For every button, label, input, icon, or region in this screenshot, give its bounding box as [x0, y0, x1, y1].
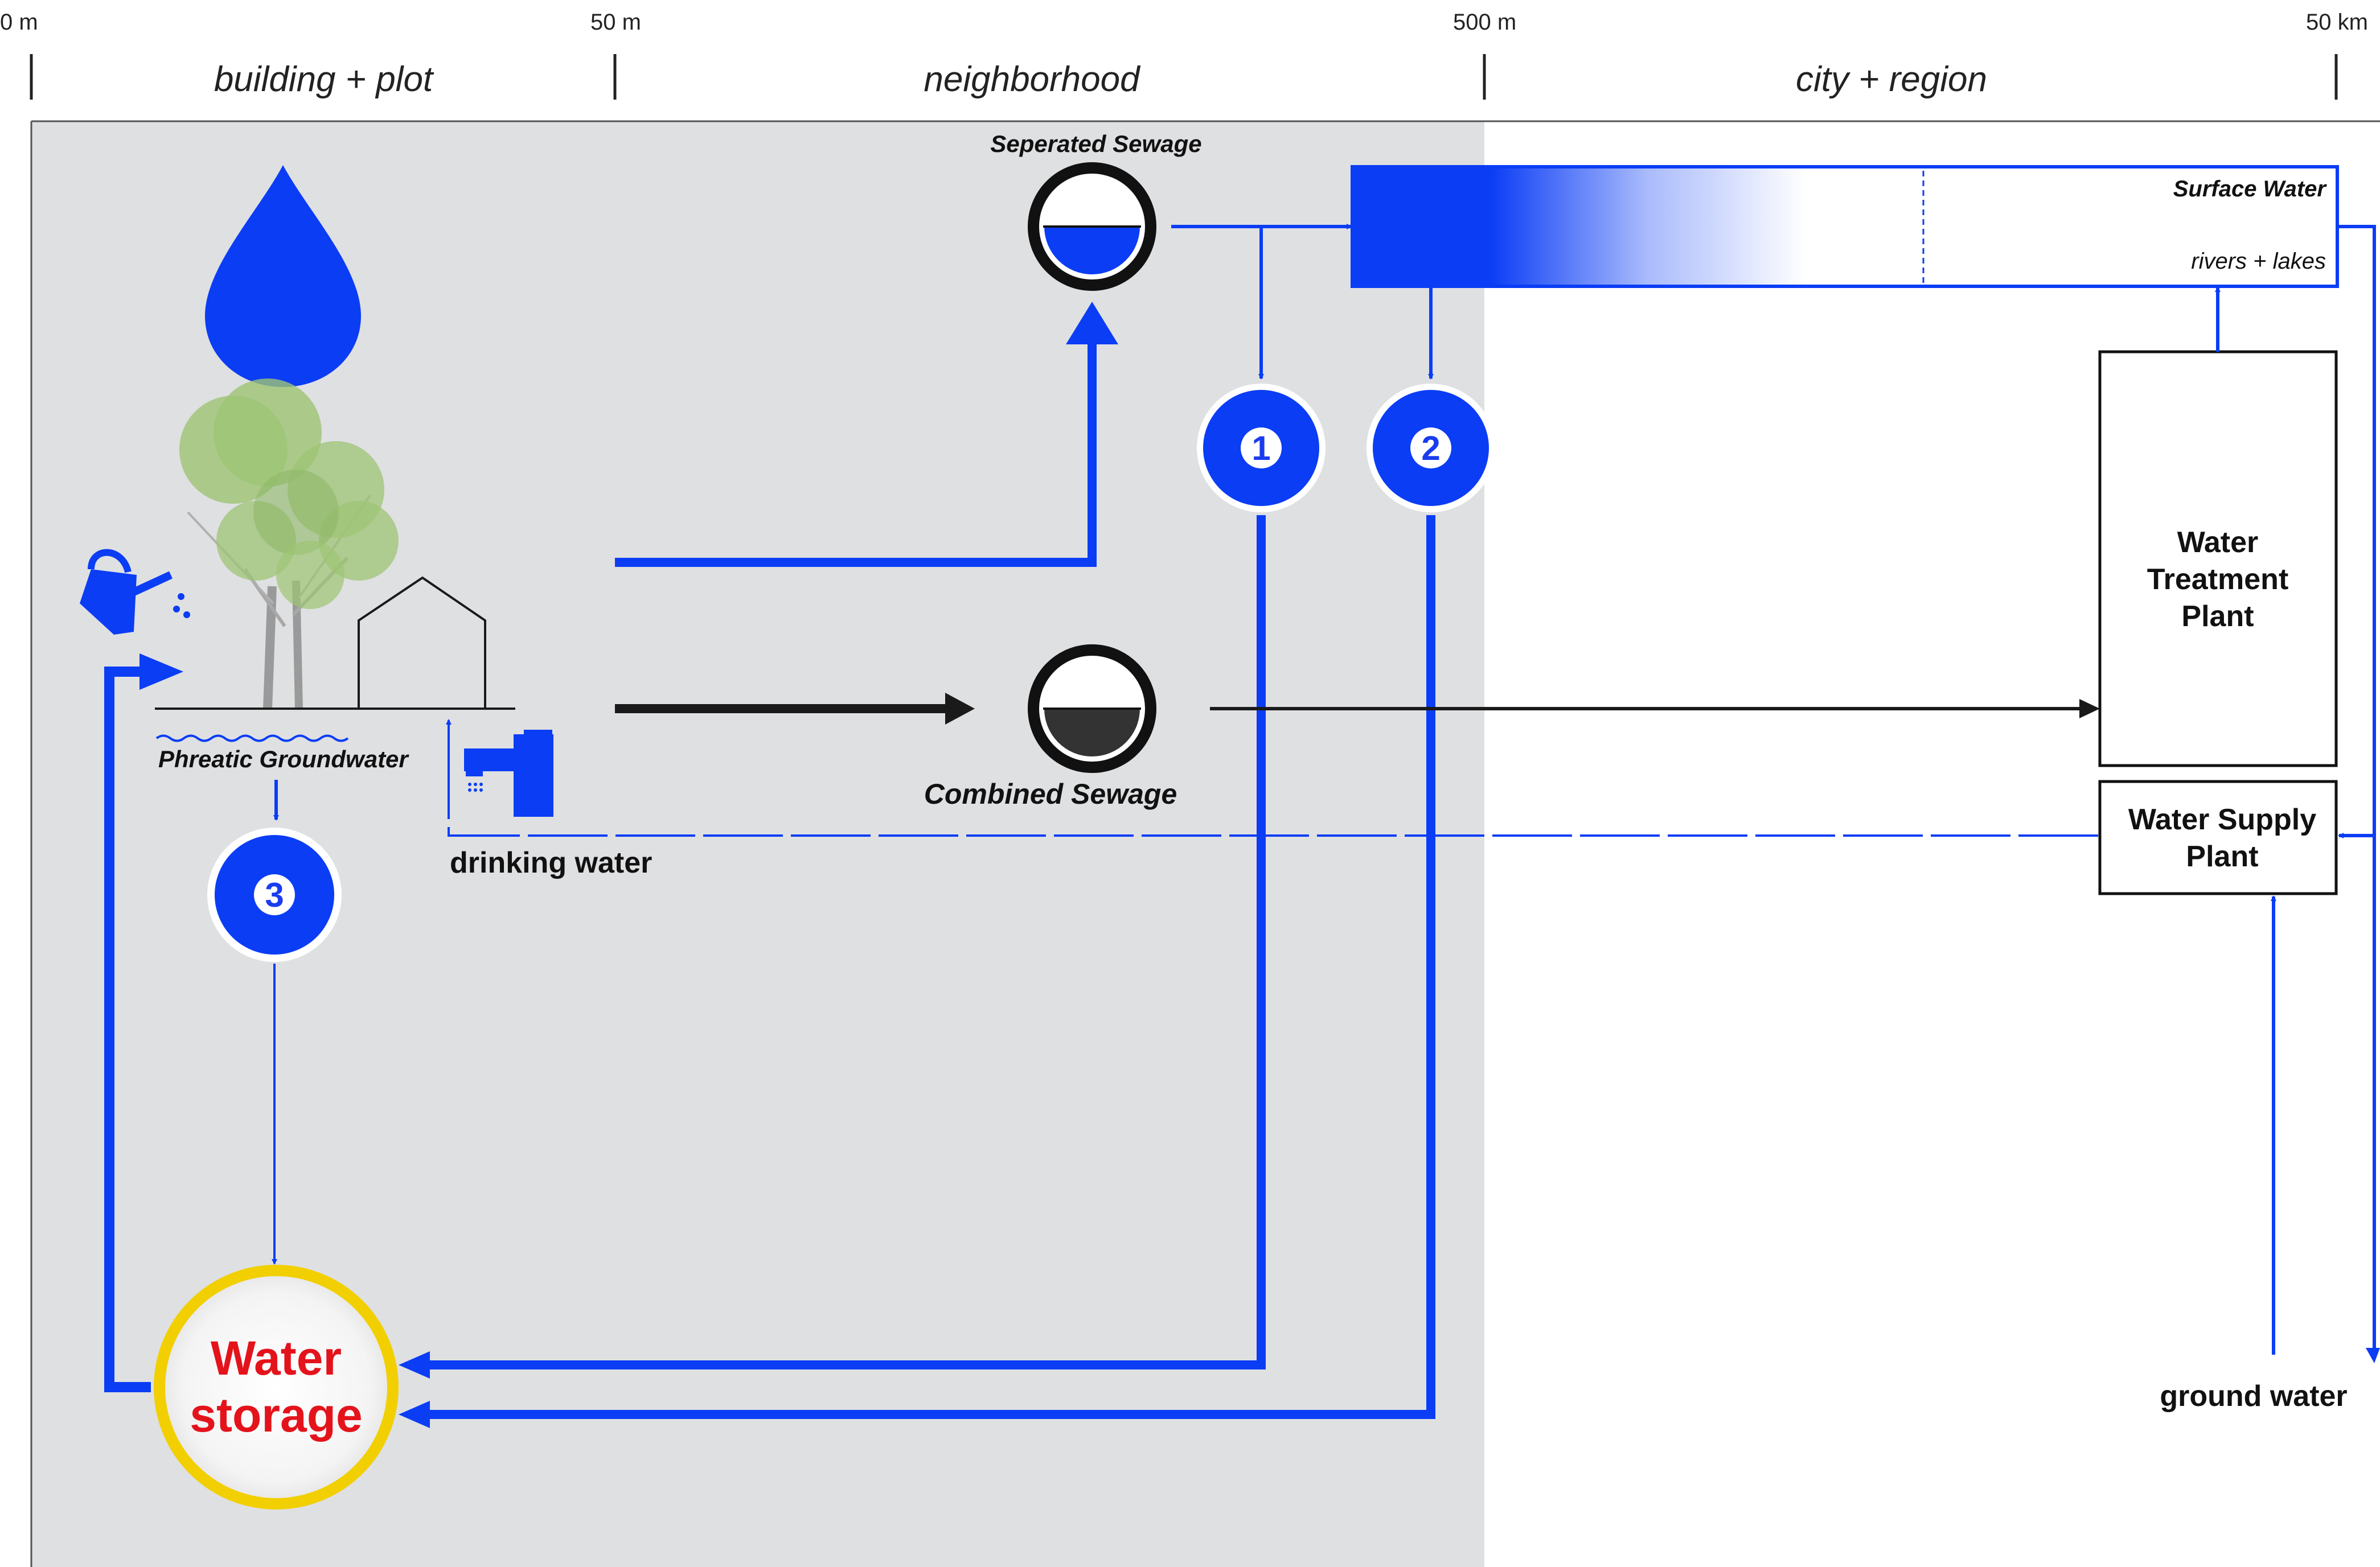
node-2-number: 2	[1421, 429, 1440, 467]
arrow-to-combined-sewage-head	[945, 693, 975, 725]
scale-tick-label-500m: 500 m	[1453, 10, 1516, 35]
storage-return-route	[104, 667, 151, 1392]
scale-tick-label-50m: 50 m	[590, 10, 641, 35]
tree-icon	[179, 379, 399, 709]
rivers-lakes-label: rivers + lakes	[2191, 249, 2326, 274]
route-node-1-arrowhead	[399, 1351, 430, 1379]
drinking-water-label: drinking water	[450, 846, 652, 879]
surface-water-bar	[1351, 165, 2339, 288]
node-3: 3	[207, 828, 342, 962]
scale-bar: 0 m 50 m 500 m 50 km	[0, 10, 2368, 100]
node-2: 2	[1367, 384, 1495, 512]
supply-plant-label-2: Plant	[2186, 840, 2258, 873]
surface-water-right-outflow	[2337, 225, 2376, 1354]
faucet-icon	[464, 730, 553, 817]
zone-label-building: building + plot	[214, 60, 434, 99]
route-node-2-arrowhead	[399, 1401, 430, 1428]
storage-return-arrowhead	[139, 653, 183, 690]
separated-sewage-manhole-icon	[1028, 162, 1156, 291]
surface-water-label: Surface Water	[2173, 176, 2328, 201]
scale-tick-label-0: 0 m	[0, 10, 38, 35]
water-storage-tank: Water storage	[154, 1265, 399, 1510]
water-drop-icon	[205, 165, 361, 387]
scale-tick-label-50km: 50 km	[2306, 10, 2368, 35]
water-storage-label-line1: Water	[211, 1331, 342, 1385]
route-node-2-to-storage	[421, 515, 1435, 1419]
ground-water-label: ground water	[2160, 1380, 2347, 1413]
treatment-plant-label-2: Treatment	[2147, 563, 2289, 596]
water-storage-label-line2: storage	[190, 1388, 362, 1442]
zone-label-city: city + region	[1796, 60, 1987, 99]
node-1-number: 1	[1251, 429, 1270, 467]
surface-water-right-outflow-head	[2366, 1348, 2380, 1363]
runoff-arrowhead	[1066, 302, 1118, 344]
watering-can-icon	[80, 549, 190, 635]
zone-label-neighborhood: neighborhood	[924, 60, 1141, 99]
water-supply-plant: Water Supply Plant	[2098, 780, 2338, 895]
node-3-number: 3	[265, 876, 284, 914]
runoff-route	[615, 336, 1097, 567]
treatment-plant-label-3: Plant	[2181, 600, 2254, 633]
node-1: 1	[1197, 384, 1326, 512]
route-node-1-to-storage	[421, 515, 1266, 1369]
phreatic-groundwater-label: Phreatic Groundwater	[158, 746, 409, 772]
combined-sewage-manhole-icon	[1028, 644, 1156, 773]
supply-plant-label-1: Water Supply	[2128, 803, 2316, 836]
combined-sewage-label: Combined Sewage	[924, 778, 1177, 810]
house-icon	[358, 576, 486, 709]
water-treatment-plant: Water Treatment Plant	[2098, 350, 2338, 767]
combined-sewage-to-treatment-head	[2079, 699, 2100, 718]
separated-sewage-label: Seperated Sewage	[990, 130, 1201, 157]
drinking-water-supply-line	[448, 720, 2098, 837]
treatment-plant-label-1: Water	[2177, 526, 2259, 559]
groundwater-wave	[155, 734, 349, 742]
